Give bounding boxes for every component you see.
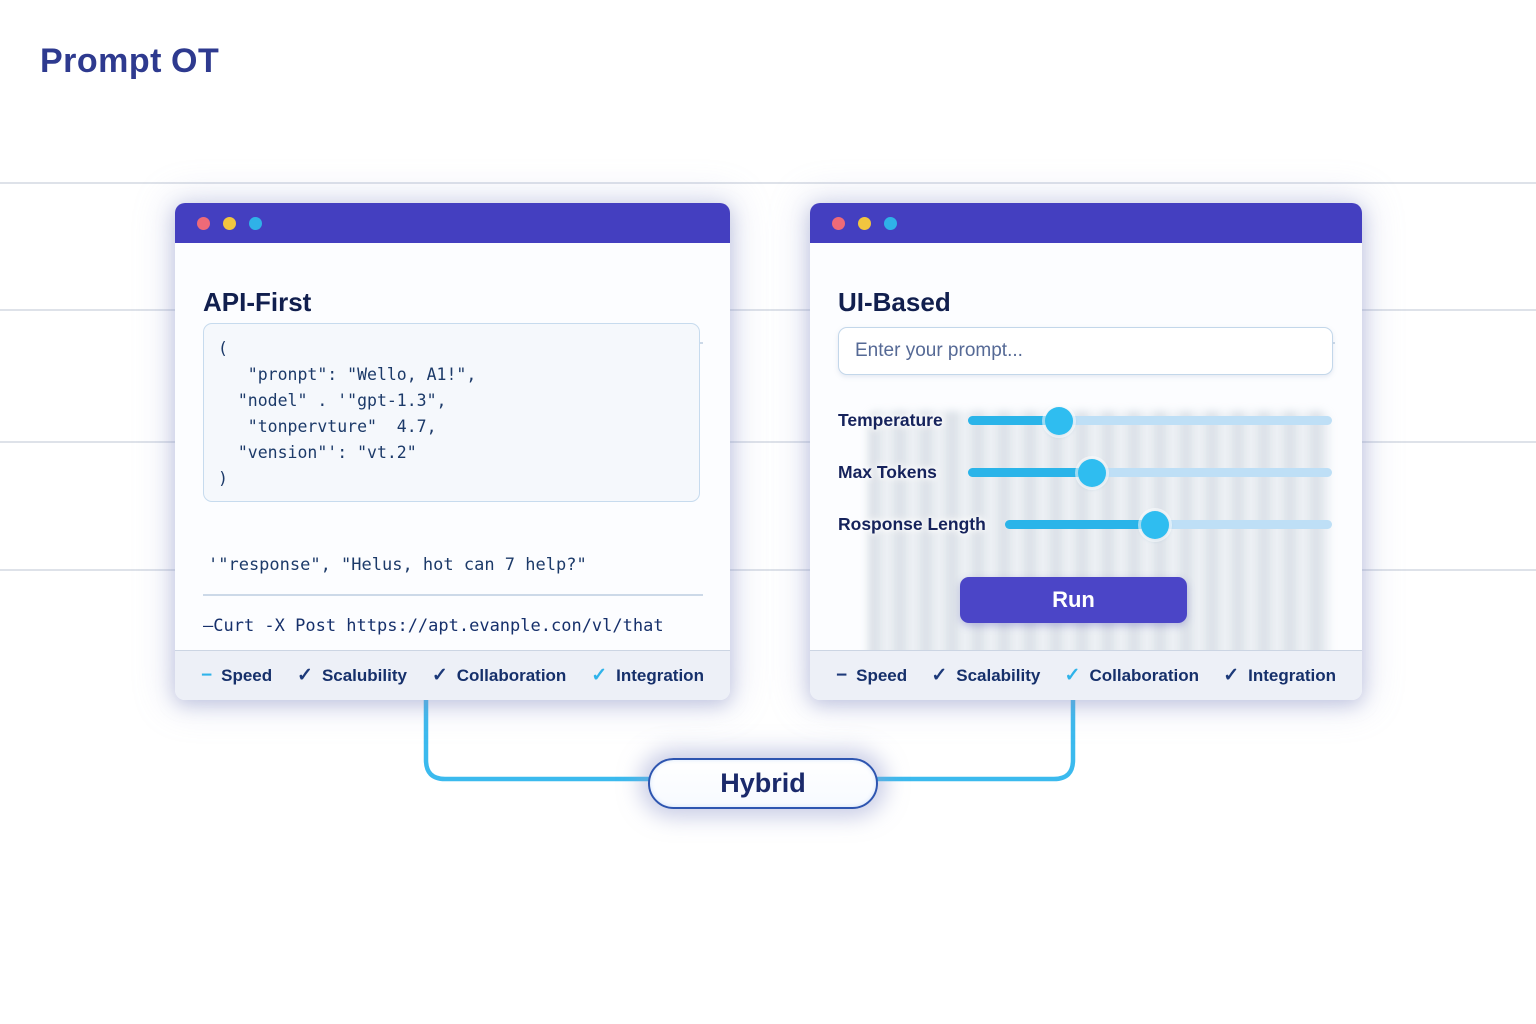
badge-label: Integration — [1248, 665, 1336, 685]
badge-collaboration: ✓ Collaboration — [432, 666, 566, 686]
badge-speed: − Speed — [201, 666, 272, 686]
badge-label: Collaboration — [1089, 665, 1200, 685]
check-icon: ✓ — [591, 665, 608, 686]
response-text: '"response", "Helus, hot can 7 help?" — [208, 555, 587, 575]
slider-thumb[interactable] — [1077, 458, 1106, 487]
close-window-icon[interactable] — [832, 216, 845, 230]
background-sketch-line — [0, 441, 1536, 443]
logo-text-part2: OT — [171, 42, 220, 80]
window-body: UI-Based Temperature Max Tokens Rosponse… — [810, 243, 1362, 700]
window-body: API-First ( "pronpt": "Wello, A1!", "nod… — [175, 243, 730, 700]
minimize-window-icon[interactable] — [223, 216, 236, 230]
badge-scalability: ✓ Scalability — [931, 666, 1040, 686]
slider-fill — [968, 468, 1092, 477]
badge-label: Scalability — [956, 665, 1041, 685]
badge-integration: ✓ Integration — [1223, 666, 1336, 686]
prompt-input[interactable] — [838, 327, 1333, 375]
slider-fill — [968, 416, 1059, 425]
max-tokens-label: Max Tokens — [838, 462, 937, 482]
page-title: API-First — [203, 287, 312, 317]
curl-command-text: —Curt -X Post https://apt.evanple.con/vl… — [203, 616, 664, 636]
window-titlebar — [810, 203, 1362, 243]
temperature-label: Temperature — [838, 410, 943, 430]
response-length-slider[interactable] — [1005, 510, 1332, 539]
logo-text-part1: Prompt — [40, 42, 162, 80]
badge-label: Collaboration — [456, 665, 567, 685]
feature-badges-footer: − Speed ✓ Scalubility ✓ Collaboration ✓ … — [175, 650, 730, 700]
minus-icon: − — [201, 665, 213, 686]
code-line: "vension"': "vt.2" — [218, 443, 417, 462]
code-line: ( — [218, 339, 228, 358]
background-sketch-line — [0, 309, 1536, 311]
check-icon: ✓ — [931, 665, 948, 686]
code-block: ( "pronpt": "Wello, A1!", "nodel" . '"gp… — [203, 323, 700, 502]
code-line: "pronpt": "Wello, A1!", — [218, 365, 477, 384]
check-icon: ✓ — [297, 665, 313, 686]
feature-badges-footer: − Speed ✓ Scalability ✓ Collaboration ✓ … — [810, 650, 1362, 700]
close-window-icon[interactable] — [197, 216, 210, 230]
check-icon: ✓ — [1064, 665, 1081, 686]
window-titlebar — [175, 203, 730, 243]
slider-thumb[interactable] — [1141, 510, 1170, 539]
badge-speed: − Speed — [836, 666, 907, 686]
hybrid-label: Hybrid — [720, 768, 806, 798]
api-first-window: API-First ( "pronpt": "Wello, A1!", "nod… — [175, 203, 730, 700]
code-line: "nodel" . '"gpt-1.3", — [218, 391, 447, 410]
response-length-label: Rosponse Length — [838, 514, 986, 534]
code-line: ) — [218, 469, 228, 488]
minus-icon: − — [836, 665, 848, 686]
maximize-window-icon[interactable] — [249, 216, 262, 230]
watercolor-wash — [868, 411, 1330, 687]
left-connector-line — [423, 697, 658, 782]
divider — [203, 594, 703, 596]
temperature-slider[interactable] — [968, 406, 1332, 435]
background-sketch-line — [0, 569, 1536, 571]
ui-based-window: UI-Based Temperature Max Tokens Rosponse… — [810, 203, 1362, 700]
check-icon: ✓ — [431, 665, 448, 686]
badge-label: Scalubility — [321, 665, 407, 685]
max-tokens-slider[interactable] — [968, 458, 1332, 487]
right-connector-line — [872, 697, 1076, 782]
slider-fill — [1005, 520, 1156, 529]
hybrid-node[interactable]: Hybrid — [648, 758, 878, 809]
badge-scalability: ✓ Scalubility — [297, 666, 407, 686]
badge-label: Speed — [221, 665, 273, 685]
badge-label: Integration — [616, 665, 704, 685]
code-line: "tonpervture" 4.7, — [218, 417, 437, 436]
run-button[interactable]: Run — [960, 577, 1187, 623]
minimize-window-icon[interactable] — [858, 216, 871, 230]
background-sketch-line — [0, 182, 1536, 184]
check-icon: ✓ — [1223, 665, 1240, 686]
badge-label: Speed — [856, 665, 908, 685]
maximize-window-icon[interactable] — [884, 216, 897, 230]
badge-integration: ✓ Integration — [591, 666, 704, 686]
badge-collaboration: ✓ Collaboration — [1065, 666, 1199, 686]
slider-thumb[interactable] — [1045, 406, 1073, 435]
page-title: UI-Based — [838, 287, 951, 317]
